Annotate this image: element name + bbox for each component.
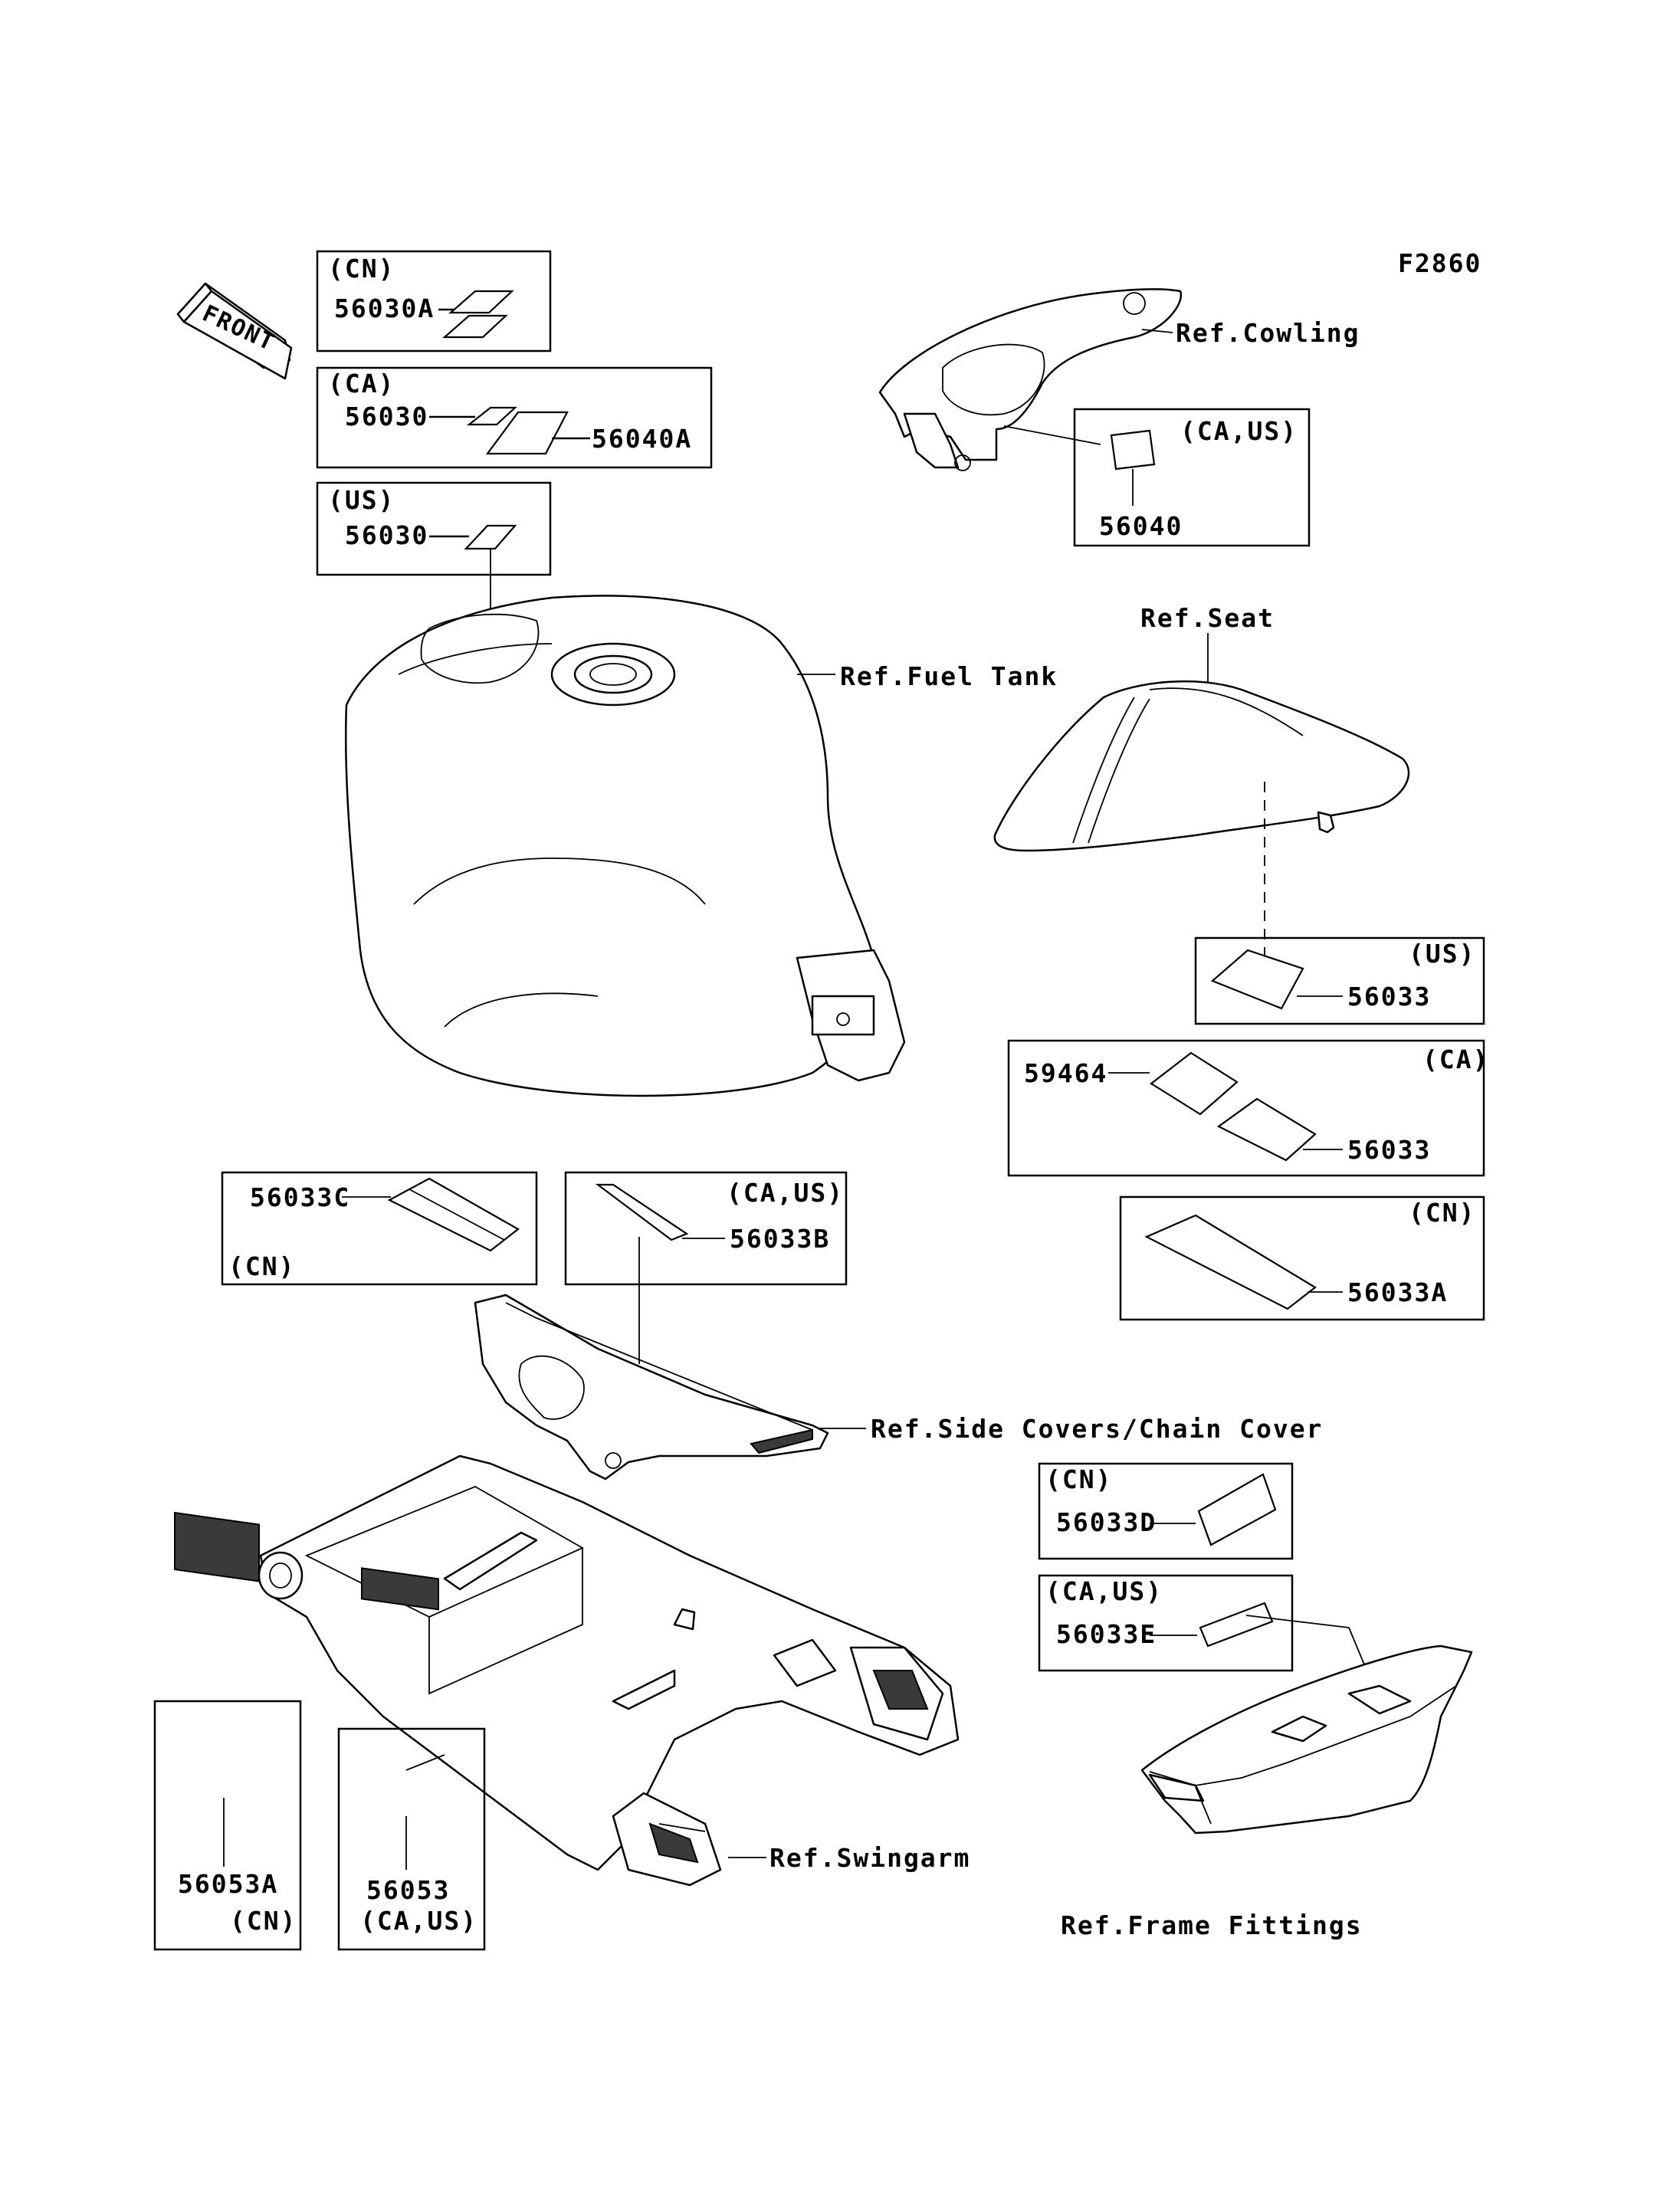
chain-cover <box>474 1294 829 1481</box>
box-caus-side: (CA,US) 56033B <box>564 1171 848 1364</box>
part-number: 56030 <box>345 402 428 431</box>
sticker-icon <box>448 290 514 314</box>
sticker-icon <box>595 1183 689 1241</box>
part-number: 56053 <box>366 1875 450 1905</box>
sticker-icon <box>1197 1473 1277 1546</box>
part-number: 56033B <box>730 1224 830 1254</box>
box-caus-swing: 56053 (CA,US) <box>337 1567 486 1951</box>
part-number: 56040A <box>592 424 692 454</box>
part-number: 56033A <box>1347 1277 1448 1307</box>
region-label: (CA,US) <box>727 1178 844 1208</box>
part-number: 56033 <box>1347 982 1431 1012</box>
seat <box>993 680 1410 852</box>
part-number: 56033D <box>1056 1507 1157 1537</box>
ref-swingarm: Ref.Swingarm <box>769 1843 970 1873</box>
box-ca-tank: (CA) 56030 56040A <box>316 366 713 469</box>
barcode-sticker-icon <box>361 1567 439 1611</box>
sticker-icon <box>1216 1097 1317 1162</box>
part-number: 56030A <box>334 293 435 323</box>
region-label: (US) <box>1409 939 1475 969</box>
part-number: 56030 <box>345 520 428 550</box>
box-us-tank: (US) 56030 <box>316 481 552 644</box>
cowling <box>878 288 1183 471</box>
sticker-icon <box>1150 1051 1239 1116</box>
box-caus-frame: (CA,US) 56033E <box>1038 1574 1380 1702</box>
fuel-tank <box>344 595 906 1097</box>
figure-code: F2860 <box>1398 248 1481 278</box>
part-number: 56053A <box>178 1869 278 1899</box>
region-label: (CN) <box>230 1906 297 1936</box>
ref-seat: Ref.Seat <box>1140 603 1275 633</box>
front-arrow-icon: FRONT <box>176 282 293 380</box>
box-cn-side: 56033C (CN) <box>221 1171 538 1286</box>
part-number: 56040 <box>1099 511 1183 541</box>
ref-side-covers: Ref.Side Covers/Chain Cover <box>871 1414 1323 1444</box>
swingarm <box>258 1454 960 1887</box>
sticker-icon <box>1210 949 1304 1010</box>
box-cn-tank: (CN) 56030A <box>316 250 552 353</box>
box-cn-swing: 56053A (CN) <box>153 1511 302 1951</box>
sticker-icon <box>485 411 569 455</box>
box-cowling: (CA,US) 56040 <box>1073 408 1311 547</box>
part-number: 56033C <box>250 1182 350 1212</box>
region-label: (CN) <box>1409 1198 1475 1228</box>
sticker-icon <box>1199 1602 1274 1648</box>
part-number: 56033 <box>1347 1135 1431 1165</box>
region-label: (US) <box>328 485 395 515</box>
sticker-icon <box>464 524 517 550</box>
frame-fittings <box>1140 1644 1473 1835</box>
region-label: (CA) <box>1422 1044 1489 1074</box>
part-number: 56033E <box>1056 1619 1157 1649</box>
region-label: (CN) <box>328 254 395 284</box>
box-cn-seat: (CN) 56033A <box>1119 1195 1485 1321</box>
box-cn-frame: (CN) 56033D <box>1038 1462 1294 1560</box>
sticker-icon <box>1110 429 1156 471</box>
ref-frame-fittings: Ref.Frame Fittings <box>1061 1910 1363 1940</box>
region-label: (CA,US) <box>1045 1576 1163 1606</box>
region-label: (CA) <box>328 369 395 398</box>
box-ca-seat: (CA) 59464 56033 <box>1007 1039 1489 1177</box>
box-us-seat: (US) 56033 <box>1194 936 1485 1025</box>
sticker-icon <box>387 1177 520 1252</box>
barcode-sticker-icon <box>174 1511 260 1582</box>
region-label: (CN) <box>228 1251 295 1281</box>
ref-cowling: Ref.Cowling <box>1176 318 1360 348</box>
region-label: (CA,US) <box>1180 416 1298 446</box>
region-label: (CA,US) <box>360 1906 477 1936</box>
ref-fuel-tank: Ref.Fuel Tank <box>840 661 1058 691</box>
sticker-icon <box>1144 1214 1317 1310</box>
sticker-icon <box>466 406 517 426</box>
part-number: 59464 <box>1024 1058 1107 1088</box>
region-label: (CN) <box>1045 1464 1112 1494</box>
